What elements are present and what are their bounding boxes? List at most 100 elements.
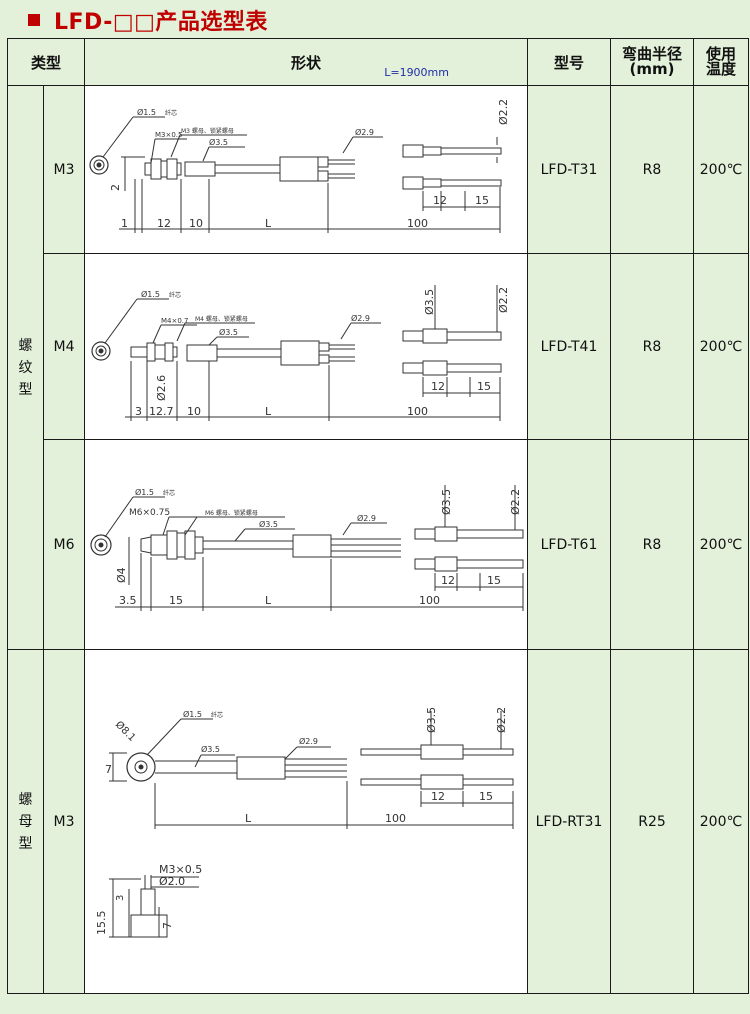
dim-tip: Ø2.2 <box>509 488 522 514</box>
title-bar: LFD-□□产品选型表 <box>28 4 268 36</box>
temp-cell: 200℃ <box>693 649 749 994</box>
dim-sleeve: Ø3.5 <box>201 744 220 754</box>
t31-drawing-svg: Ø1.5 纤芯 M3×0.5 M3 螺母、锁紧螺母 Ø3.5 Ø2.9 Ø2.2… <box>89 98 510 233</box>
dim-height: 7 <box>105 763 112 776</box>
dim-1: 1 <box>121 217 128 230</box>
dim-nut-note: M6 螺母、锁紧螺母 <box>205 509 258 517</box>
dim-12-7: 12.7 <box>149 405 174 418</box>
dim-10: 10 <box>187 405 201 418</box>
radius-cell: R8 <box>610 439 694 650</box>
dim-3: 3 <box>135 405 142 418</box>
group-nut: 螺 母 型 <box>7 649 44 994</box>
dim-fiber-note: 纤芯 <box>169 291 181 299</box>
dim-nut-note: M3 螺母、锁紧螺母 <box>181 127 234 135</box>
dim-100: 100 <box>419 594 440 607</box>
dim-cable: Ø2.9 <box>355 127 374 137</box>
dim-3-5: 3.5 <box>119 594 137 607</box>
drawing-t41: Ø1.5 纤芯 M4×0.7 M4 螺母、锁紧螺母 Ø3.5 Ø2.9 Ø3.5… <box>84 253 528 440</box>
col-header-type: 类型 <box>7 38 85 86</box>
col-header-temperature: 使用 温度 <box>693 38 749 86</box>
temp-cell: 200℃ <box>693 439 749 650</box>
dim-12b: 12 <box>433 194 447 207</box>
table-row: 螺 纹 型 M3 <box>7 85 749 650</box>
dim-height: 2 <box>109 184 122 191</box>
t61-drawing-svg: Ø1.5 纤芯 M6×0.75 M6 螺母、锁紧螺母 Ø3.5 Ø2.9 Ø3.… <box>90 484 524 611</box>
col-header-shape-label: 形状 <box>290 53 321 72</box>
model-cell: LFD-T41 <box>527 253 611 440</box>
dim-12: 12 <box>157 217 171 230</box>
model-cell: LFD-RT31 <box>527 649 611 994</box>
temp-cell: 200℃ <box>693 85 749 254</box>
group-char: 纹 <box>18 359 33 376</box>
group-char: 螺 <box>18 791 33 808</box>
dim-thread: M4×0.7 <box>161 317 189 325</box>
model-cell: LFD-T61 <box>527 439 611 650</box>
dim-10: 10 <box>189 217 203 230</box>
col-header-model: 型号 <box>527 38 611 86</box>
model-cell: LFD-T31 <box>527 85 611 254</box>
dim-l: L <box>245 812 252 825</box>
dim-fiber-note: 纤芯 <box>163 489 175 497</box>
dim-15: 15 <box>169 594 183 607</box>
dim-cable: Ø2.9 <box>299 736 318 746</box>
dim-height: Ø2.6 <box>155 374 168 400</box>
table-row: M4 <box>8 253 749 440</box>
size-cell: M3 <box>43 649 85 994</box>
dim-15b: 15 <box>487 574 501 587</box>
detail-dim-7: 7 <box>161 922 174 929</box>
radius-cell: R8 <box>610 85 694 254</box>
t41-drawing-svg: Ø1.5 纤芯 M4×0.7 M4 螺母、锁紧螺母 Ø3.5 Ø2.9 Ø3.5… <box>91 284 510 421</box>
dim-cable: Ø2.9 <box>357 513 376 523</box>
dim-tip: Ø2.2 <box>497 98 510 124</box>
dim-sleeve: Ø3.5 <box>259 519 278 529</box>
detail-diameter: Ø2.0 <box>159 875 185 888</box>
size-cell: M4 <box>43 253 85 440</box>
header-row: 类型 形状 L=1900mm 型号 弯曲半径 (mm) 使用 温度 <box>7 38 749 86</box>
table-row: 螺 母 型 M3 <box>7 649 749 994</box>
dim-fiber-diameter: Ø1.5 <box>135 487 154 497</box>
dim-fiber-diameter: Ø1.5 <box>141 289 160 299</box>
size-cell: M6 <box>43 439 85 650</box>
group-char: 母 <box>18 813 33 830</box>
dim-l: L <box>265 217 272 230</box>
radius-cell: R8 <box>610 253 694 440</box>
group-char: 螺 <box>18 337 33 354</box>
dim-100: 100 <box>385 812 406 825</box>
dim-100: 100 <box>407 405 428 418</box>
dim-l: L <box>265 405 272 418</box>
dim-nut-note: M4 螺母、锁紧螺母 <box>195 315 248 323</box>
temp-label-2: 温度 <box>705 60 736 78</box>
dim-fiber-note: 纤芯 <box>211 711 223 719</box>
dim-thread: M3×0.5 <box>155 131 183 139</box>
dim-tip: Ø2.2 <box>495 706 508 732</box>
rt31-drawing-svg: Ø1.5 纤芯 Ø8.1 Ø3.5 Ø2.9 Ø3.5 Ø2.2 7 L 100… <box>95 706 514 937</box>
dim-12b: 12 <box>431 790 445 803</box>
detail-dim-3: 3 <box>115 894 126 900</box>
dim-fiber-note: 纤芯 <box>165 109 177 117</box>
dim-sleeve: Ø3.5 <box>219 327 238 337</box>
dim-tip-sleeve: Ø3.5 <box>425 706 438 732</box>
dim-head: Ø8.1 <box>113 718 138 743</box>
group-char: 型 <box>18 835 33 852</box>
dim-tip-sleeve: Ø3.5 <box>423 288 436 314</box>
col-header-shape: 形状 L=1900mm <box>84 38 528 86</box>
dim-cable: Ø2.9 <box>351 313 370 323</box>
dim-15: 15 <box>479 790 493 803</box>
detail-dim-15-5: 15.5 <box>95 910 108 935</box>
group-char: 型 <box>18 381 33 398</box>
length-note: L=1900mm <box>384 66 449 79</box>
radius-cell: R25 <box>610 649 694 994</box>
detail-thread: M3×0.5 <box>159 863 202 876</box>
page-title: LFD-□□产品选型表 <box>54 10 268 35</box>
size-cell: M3 <box>43 85 85 254</box>
bend-radius-unit: (mm) <box>629 60 675 78</box>
drawing-t31: Ø1.5 纤芯 M3×0.5 M3 螺母、锁紧螺母 Ø3.5 Ø2.9 Ø2.2… <box>84 85 528 254</box>
dim-15: 15 <box>477 380 491 393</box>
dim-height: Ø4 <box>115 567 128 583</box>
dim-sleeve: Ø3.5 <box>209 137 228 147</box>
square-bullet-icon <box>28 14 40 26</box>
dim-thread: M6×0.75 <box>129 508 170 518</box>
dim-100: 100 <box>407 217 428 230</box>
bend-radius-label: 弯曲半径 <box>621 45 682 63</box>
temp-cell: 200℃ <box>693 253 749 440</box>
